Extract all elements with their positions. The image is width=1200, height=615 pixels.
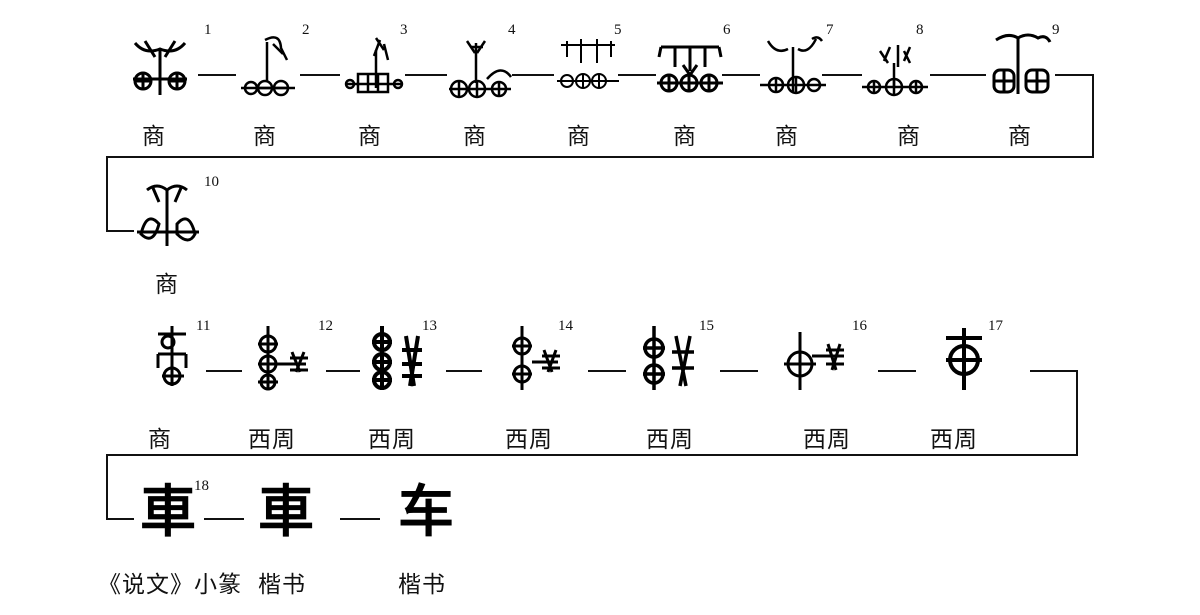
stage-era-label: 西周: [646, 427, 694, 453]
connector-line: [204, 518, 244, 520]
connector-line: [405, 74, 447, 76]
stage-era-label: 商: [897, 124, 921, 150]
connector-line: [722, 74, 760, 76]
stage-era-label: 商: [148, 427, 172, 453]
chariot-glyph-4: [445, 33, 515, 103]
connector-line: [512, 74, 554, 76]
connector-line: [1092, 74, 1094, 158]
stage-era-label: 商: [567, 124, 591, 150]
chariot-glyph-3: [340, 30, 410, 100]
stage-number: 10: [204, 174, 219, 190]
connector-line: [1030, 370, 1078, 372]
chariot-glyph-10: [133, 180, 203, 250]
stage-era-label: 商: [155, 272, 179, 298]
stage-number: 8: [916, 22, 924, 38]
stage-number: 4: [508, 22, 516, 38]
chariot-glyph-2: [235, 30, 305, 100]
stage-era-label: 西周: [930, 427, 978, 453]
connector-line: [300, 74, 340, 76]
regular-script-traditional-character: 車: [258, 480, 314, 545]
chariot-glyph-13: [362, 322, 432, 392]
stage-era-label: 《说文》小篆: [98, 572, 242, 598]
stage-number: 5: [614, 22, 622, 38]
connector-line: [1055, 74, 1093, 76]
chariot-glyph-5: [553, 33, 623, 103]
stage-number: 17: [988, 318, 1003, 334]
connector-line: [106, 230, 134, 232]
connector-line: [206, 370, 242, 372]
chariot-glyph-9: [988, 28, 1058, 98]
connector-line: [106, 518, 134, 520]
chariot-glyph-1: [125, 35, 195, 105]
connector-line: [930, 74, 986, 76]
seal-script-character: 車: [140, 480, 196, 545]
stage-number: 15: [699, 318, 714, 334]
stage-era-label: 商: [463, 124, 487, 150]
connector-line: [106, 454, 1078, 456]
stage-number: 6: [723, 22, 731, 38]
connector-line: [106, 156, 1094, 158]
connector-line: [446, 370, 482, 372]
stage-era-label: 商: [142, 124, 166, 150]
connector-line: [618, 74, 656, 76]
stage-era-label: 商: [775, 124, 799, 150]
connector-line: [106, 454, 108, 520]
chariot-glyph-8: [860, 35, 930, 105]
chariot-glyph-16: [778, 322, 848, 392]
stage-era-label: 西周: [803, 427, 851, 453]
connector-line: [198, 74, 236, 76]
chariot-glyph-15: [632, 322, 702, 392]
stage-number: 7: [826, 22, 834, 38]
stage-number: 11: [196, 318, 211, 334]
stage-number: 18: [194, 478, 209, 494]
stage-era-label: 商: [253, 124, 277, 150]
stage-era-label: 楷书: [398, 572, 446, 598]
stage-era-label: 西周: [505, 427, 553, 453]
stage-number: 16: [852, 318, 867, 334]
stage-era-label: 西周: [248, 427, 296, 453]
regular-script-simplified-character: 车: [398, 480, 454, 545]
chariot-glyph-6: [655, 33, 725, 103]
stage-number: 3: [400, 22, 408, 38]
chariot-glyph-7: [758, 33, 828, 103]
connector-line: [878, 370, 916, 372]
connector-line: [106, 156, 108, 232]
chariot-glyph-12: [248, 322, 318, 392]
stage-era-label: 西周: [368, 427, 416, 453]
connector-line: [1076, 370, 1078, 456]
chariot-glyph-17: [928, 322, 998, 392]
stage-era-label: 商: [358, 124, 382, 150]
stage-number: 14: [558, 318, 573, 334]
connector-line: [340, 518, 380, 520]
chariot-glyph-11: [140, 320, 210, 390]
chariot-glyph-14: [500, 322, 570, 392]
stage-era-label: 楷书: [258, 572, 306, 598]
connector-line: [720, 370, 758, 372]
stage-era-label: 商: [673, 124, 697, 150]
stage-number: 1: [204, 22, 212, 38]
stage-number: 2: [302, 22, 310, 38]
stage-number: 13: [422, 318, 437, 334]
connector-line: [822, 74, 862, 76]
stage-era-label: 商: [1008, 124, 1032, 150]
connector-line: [588, 370, 626, 372]
stage-number: 12: [318, 318, 333, 334]
connector-line: [326, 370, 360, 372]
stage-number: 9: [1052, 22, 1060, 38]
